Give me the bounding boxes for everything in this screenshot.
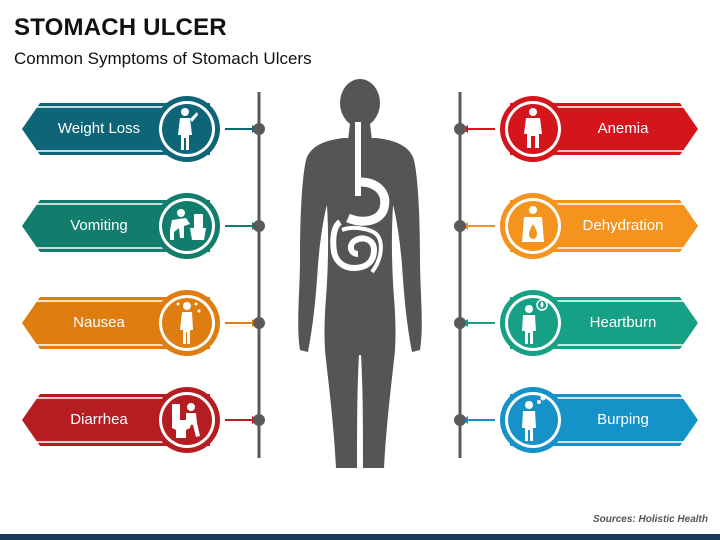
left-symptom-3: [19, 290, 265, 356]
digestive-system: [330, 122, 390, 274]
right-symptom-3: [454, 290, 701, 356]
left-symptom-label-1: Weight Loss: [57, 120, 141, 137]
left-symptom-list: [19, 96, 265, 453]
right-symptom-list: [454, 96, 701, 453]
left-symptom-label-3: Nausea: [73, 314, 125, 331]
burping-icon: [522, 395, 546, 441]
right-symptom-1: [454, 96, 701, 162]
anemia-icon: [524, 108, 542, 148]
left-symptom-4: [19, 387, 265, 453]
heartburn-icon: [522, 299, 548, 344]
diarrhea-icon: [172, 403, 200, 438]
nausea-icon: [176, 302, 201, 344]
right-symptom-label-1: Anemia: [597, 120, 649, 137]
page-subtitle: Common Symptoms of Stomach Ulcers: [14, 49, 312, 68]
page-title: STOMACH ULCER: [14, 14, 227, 41]
right-symptom-2: [454, 193, 701, 259]
right-symptom-4: [454, 387, 701, 453]
right-symptom-label-2: Dehydration: [582, 217, 664, 234]
vomiting-icon: [170, 209, 206, 240]
source-credit: Sources: Holistic Health: [592, 514, 708, 525]
right-symptom-label-3: Heartburn: [589, 314, 657, 331]
bottom-bar: [0, 534, 720, 540]
dehydration-icon: [522, 206, 544, 242]
left-symptom-1: [19, 96, 265, 162]
left-symptom-label-4: Diarrhea: [70, 411, 128, 428]
left-symptom-label-2: Vomiting: [70, 217, 128, 234]
right-symptom-label-4: Burping: [597, 411, 649, 428]
left-symptom-2: [19, 193, 265, 259]
weight-loss-icon: [178, 108, 198, 150]
